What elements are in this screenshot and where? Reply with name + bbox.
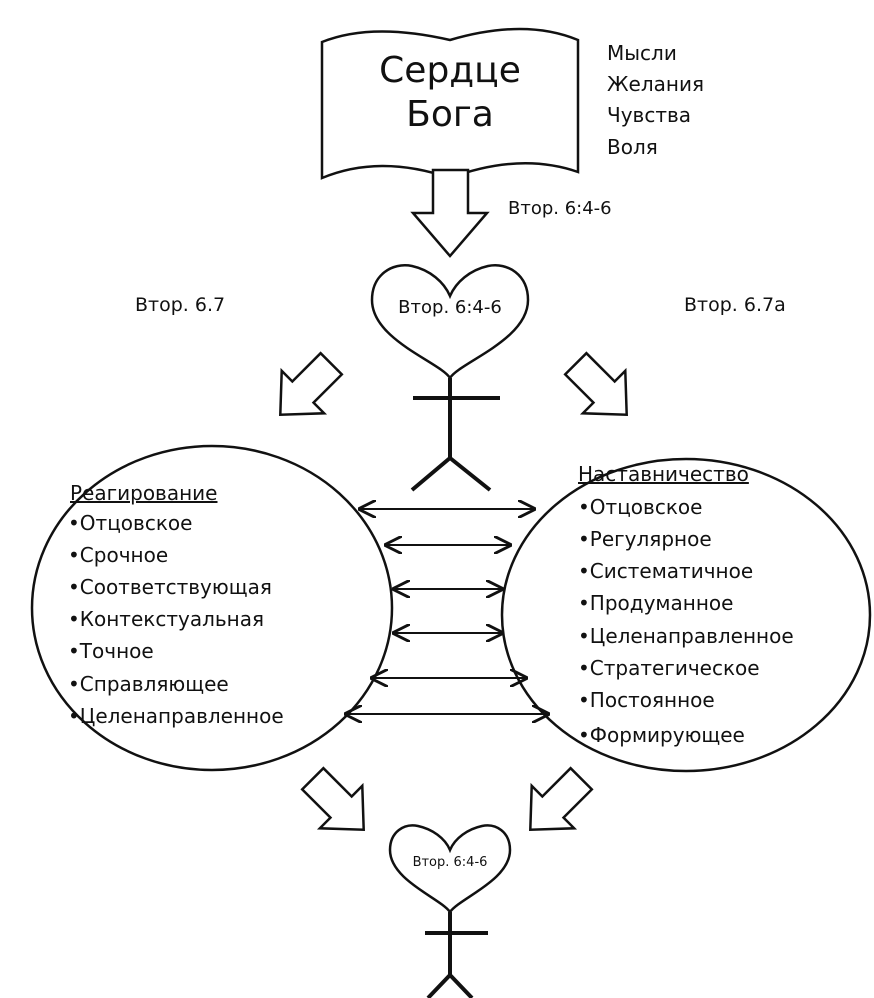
bottom-heart-shape bbox=[388, 824, 512, 915]
bottom-person: Втор. 6:4-6 bbox=[388, 824, 512, 998]
attribute-will: Воля bbox=[607, 135, 658, 159]
top-arrow-label: Втор. 6:4-6 bbox=[508, 198, 612, 219]
right-circle-item: •Регулярное bbox=[578, 527, 712, 551]
left-circle-item: •Справляющее bbox=[68, 672, 229, 696]
arrow-to-right-circle bbox=[563, 351, 628, 416]
arrow-to-left-circle bbox=[279, 351, 344, 416]
right-circle-item: •Продуманное bbox=[578, 591, 733, 615]
right-circle-item: •Стратегическое bbox=[578, 656, 760, 680]
book-shape: Сердце Бога bbox=[320, 27, 580, 180]
left-circle-item: •Контекстуальная bbox=[68, 607, 264, 631]
top-heart-label: Втор. 6:4-6 bbox=[398, 297, 502, 318]
right-circle-item: •Формирующее bbox=[578, 723, 745, 747]
left-circle-item: •Точное bbox=[68, 639, 154, 663]
heart-attributes-list: Мысли Желания Чувства Воля bbox=[607, 41, 704, 159]
left-circle-item: •Срочное bbox=[68, 543, 168, 567]
left-circle-shape bbox=[30, 444, 394, 772]
right-circle-title: Наставничество bbox=[578, 462, 749, 486]
right-circle-content: Наставничество •Отцовское •Регулярное •С… bbox=[578, 462, 794, 747]
down-arrow-top bbox=[410, 168, 490, 258]
bottom-heart-label: Втор. 6:4-6 bbox=[413, 855, 488, 870]
right-circle-item: •Целенаправленное bbox=[578, 624, 794, 648]
arrow-right-to-bottom bbox=[529, 766, 594, 831]
attribute-desires: Желания bbox=[607, 72, 704, 96]
left-circle-content: Реагирование •Отцовское •Срочное •Соотве… bbox=[68, 481, 284, 728]
right-circle-item: •Постоянное bbox=[578, 688, 715, 712]
left-circle-item: •Отцовское bbox=[68, 511, 192, 535]
attribute-feelings: Чувства bbox=[607, 103, 691, 127]
right-circle-shape bbox=[500, 457, 872, 773]
attribute-thoughts: Мысли bbox=[607, 41, 677, 65]
right-circle-item: •Отцовское bbox=[578, 495, 702, 519]
top-person: Втор. 6:4-6 bbox=[370, 264, 530, 492]
arrow-left-to-bottom bbox=[300, 766, 365, 831]
left-verse-label: Втор. 6.7 bbox=[135, 294, 225, 316]
left-circle-item: •Соответствующая bbox=[68, 575, 272, 599]
top-heart-shape bbox=[370, 264, 530, 381]
right-verse-label: Втор. 6.7а bbox=[684, 294, 786, 316]
connector-arrows bbox=[346, 509, 548, 714]
left-circle-title: Реагирование bbox=[70, 481, 217, 505]
right-circle-item: •Систематичное bbox=[578, 559, 753, 583]
book-title-line2: Бога bbox=[406, 94, 494, 135]
book-title-line1: Сердце bbox=[379, 50, 521, 91]
left-circle-item: •Целенаправленное bbox=[68, 704, 284, 728]
